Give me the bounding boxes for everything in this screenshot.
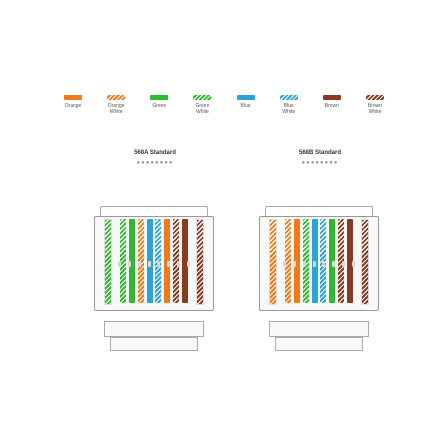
legend-label: Brown White (367, 103, 383, 115)
wire (293, 219, 300, 303)
pin-row (118, 261, 190, 267)
connector-shell (88, 206, 220, 366)
connector-side-strip (196, 219, 204, 305)
wire (120, 219, 126, 303)
legend-item: Brown White (356, 95, 394, 115)
legend-label: Blue White (282, 103, 296, 115)
standard-568a-title: 568A Standard (134, 150, 176, 156)
legend-item: Blue (227, 95, 265, 115)
wire (137, 219, 144, 303)
legend-item: Orange White (97, 95, 135, 115)
pin-contact (283, 261, 286, 267)
legend-item: Brown (313, 95, 351, 115)
brown-solid-icon (322, 95, 341, 100)
legend-label: Brown (324, 103, 339, 109)
connector-side-strip (361, 219, 369, 305)
standard-568b-title: 568B Standard (298, 150, 341, 156)
wire (173, 219, 180, 303)
pin-contact (302, 261, 306, 267)
pin-contact (186, 261, 190, 267)
orange-white-icon (107, 95, 126, 100)
pin-contact (292, 261, 296, 267)
green-solid-icon (150, 95, 169, 100)
wire (346, 219, 353, 303)
legend-label: Green (152, 103, 167, 109)
pin-contact (147, 261, 151, 267)
standard-568b-dots: ●●●●●●●● (301, 160, 339, 166)
legend-label: Blue (240, 103, 251, 109)
pin-contact (157, 261, 161, 267)
green-white-icon (193, 95, 212, 100)
pin-contact (177, 261, 181, 267)
latch-bar (110, 337, 198, 351)
latch-bar (275, 337, 363, 351)
color-legend: Orange Orange White Green Green White Blue Bl… (54, 95, 394, 115)
orange-solid-icon (64, 95, 82, 100)
legend-item: Orange (54, 95, 92, 115)
pin-contact (342, 261, 346, 267)
pin-contact (118, 261, 121, 267)
connector-side-strip (104, 219, 112, 305)
wire (285, 219, 291, 303)
wire (302, 219, 309, 303)
connector-top (100, 206, 208, 217)
pin-contact (312, 261, 316, 267)
latch-bar (104, 321, 204, 337)
pin-contact (137, 261, 141, 267)
connector-568a (88, 206, 220, 366)
pin-row (283, 261, 355, 267)
pin-contact (127, 261, 131, 267)
pin-contact (322, 261, 326, 267)
legend-item: Green White (183, 95, 221, 115)
legend-item: Green (140, 95, 178, 115)
legend-item: Blue White (270, 95, 308, 115)
wire (181, 219, 188, 303)
wire (338, 219, 345, 303)
legend-label: Green White (195, 103, 210, 115)
connector-side-strip (269, 219, 277, 305)
wire (128, 219, 135, 303)
standard-568a-dots: ●●●●●●●● (136, 160, 174, 166)
connector-body (94, 216, 214, 311)
connector-568b (253, 206, 385, 366)
connector-body (259, 216, 379, 311)
pin-contact (167, 261, 171, 267)
latch-bar (269, 321, 369, 337)
blue-white-icon (279, 95, 298, 100)
connector-top (265, 206, 373, 217)
connector-shell (253, 206, 385, 366)
legend-label: Orange White (107, 103, 125, 115)
legend-label: Orange (64, 103, 82, 109)
pin-contact (351, 261, 355, 267)
pin-contact (332, 261, 336, 267)
blue-solid-icon (236, 95, 255, 100)
brown-white-icon (365, 95, 384, 100)
